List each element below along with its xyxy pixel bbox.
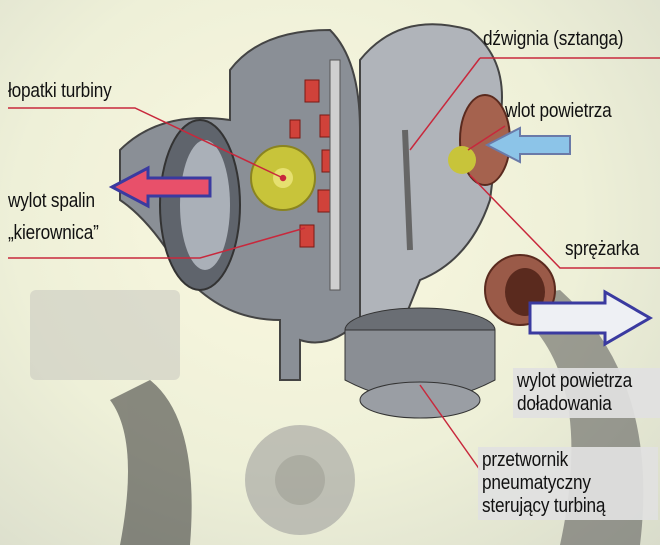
label-guide-vanes: „kierownica” <box>8 222 99 244</box>
label-lever: dźwignia (sztanga) <box>483 28 624 50</box>
label-air-inlet: wlot powietrza <box>505 100 612 122</box>
label-exhaust-outlet: wylot spalin <box>8 190 95 212</box>
label-line: pneumatyczny <box>482 472 591 494</box>
exhaust-arrow <box>108 165 212 209</box>
air-inlet-arrow <box>484 126 571 164</box>
boost-air-outlet-arrow <box>528 289 653 347</box>
pneumatic-actuator <box>344 307 496 419</box>
compressor-housing <box>359 23 556 331</box>
label-line: przetwornik <box>482 449 569 471</box>
turbine-housing <box>119 28 361 381</box>
label-turbine-blades: łopatki turbiny <box>8 80 112 102</box>
label-boost-air-outlet: wylot powietrza doładowania <box>513 368 660 418</box>
label-compressor: sprężarka <box>565 238 639 260</box>
leader-lines <box>8 57 660 471</box>
center-housing <box>329 59 341 291</box>
label-line: wylot powietrza <box>517 370 633 392</box>
label-line: sterujący turbiną <box>482 495 606 517</box>
label-line: doładowania <box>517 393 612 415</box>
label-actuator: przetwornik pneumatyczny sterujący turbi… <box>478 447 658 520</box>
